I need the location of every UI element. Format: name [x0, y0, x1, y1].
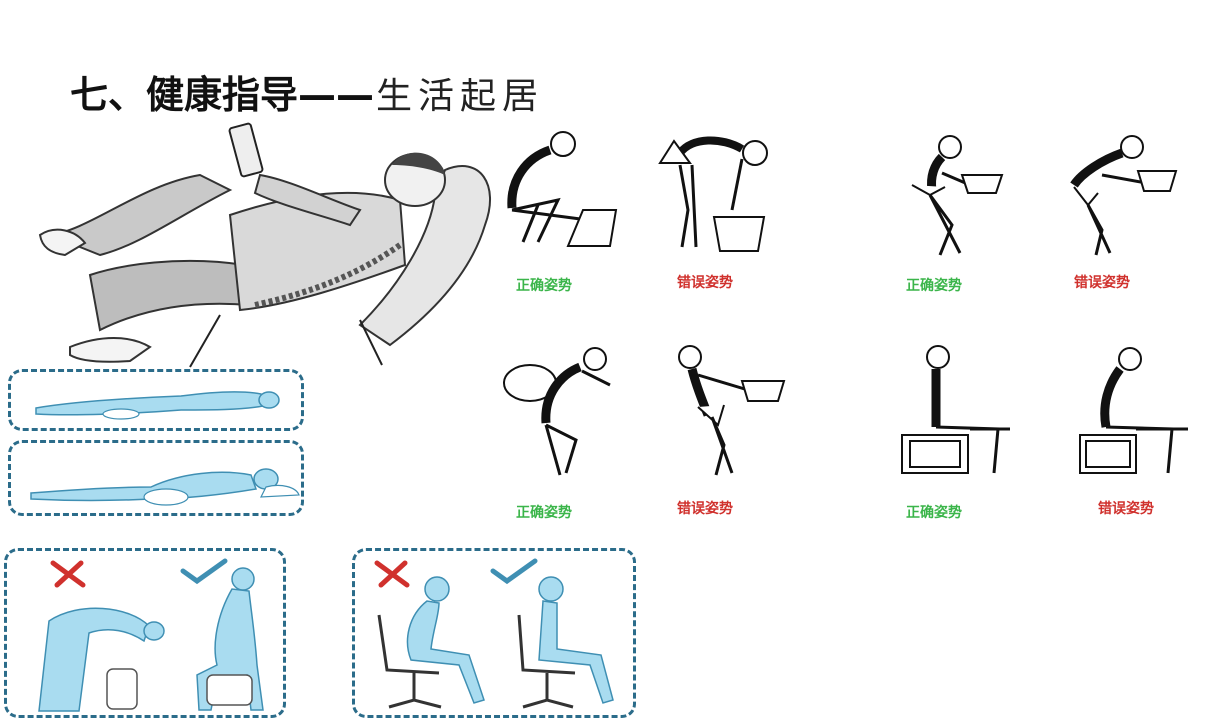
sleep-on-back-panel — [8, 369, 304, 431]
reclining-reader-illustration — [38, 122, 491, 368]
label-wrong-1: 错误姿势 — [677, 275, 733, 291]
sleep-on-side-panel — [8, 440, 304, 516]
supine-figure — [35, 391, 280, 420]
check-mark-icon — [490, 558, 538, 585]
wrong-mark-icon — [50, 560, 86, 588]
stick-figure-sit-slouch-wrong — [1079, 347, 1188, 474]
stick-figure-stand-reach-correct — [911, 135, 1004, 256]
label-correct-4: 正确姿势 — [906, 505, 962, 521]
upright-sitting-figure — [517, 576, 614, 709]
check-mark-icon — [180, 558, 228, 585]
title-main: 七、健康指导—— — [70, 73, 375, 117]
label-wrong-4: 错误姿势 — [1098, 501, 1154, 517]
slide-title: 七、健康指导—— 生活起居 — [70, 64, 544, 120]
wrong-mark-icon — [374, 560, 410, 588]
title-sub: 生活起居 — [376, 76, 545, 117]
label-correct-1: 正确姿势 — [516, 278, 572, 294]
slouched-sitting-figure — [377, 576, 485, 709]
stick-figure-sit-upright-correct — [901, 345, 1010, 474]
label-correct-2: 正确姿势 — [906, 278, 962, 294]
sitting-posture-panel — [352, 548, 636, 718]
bending-lift-figure — [38, 607, 165, 712]
lifting-posture-panel — [4, 548, 286, 718]
squatting-lift-figure — [196, 567, 264, 711]
stick-figure-lean-reach-wrong — [678, 345, 786, 476]
stick-figure-stoop-lift-wrong — [658, 136, 768, 252]
label-wrong-3: 错误姿势 — [677, 501, 733, 517]
label-correct-3: 正确姿势 — [516, 505, 572, 521]
side-lying-figure — [30, 468, 300, 506]
stick-figure-stoop-reach-wrong — [1070, 135, 1178, 256]
stick-figure-squat-lift-correct — [507, 131, 618, 247]
stick-figure-carry-correct — [503, 347, 611, 476]
label-wrong-2: 错误姿势 — [1074, 275, 1130, 291]
